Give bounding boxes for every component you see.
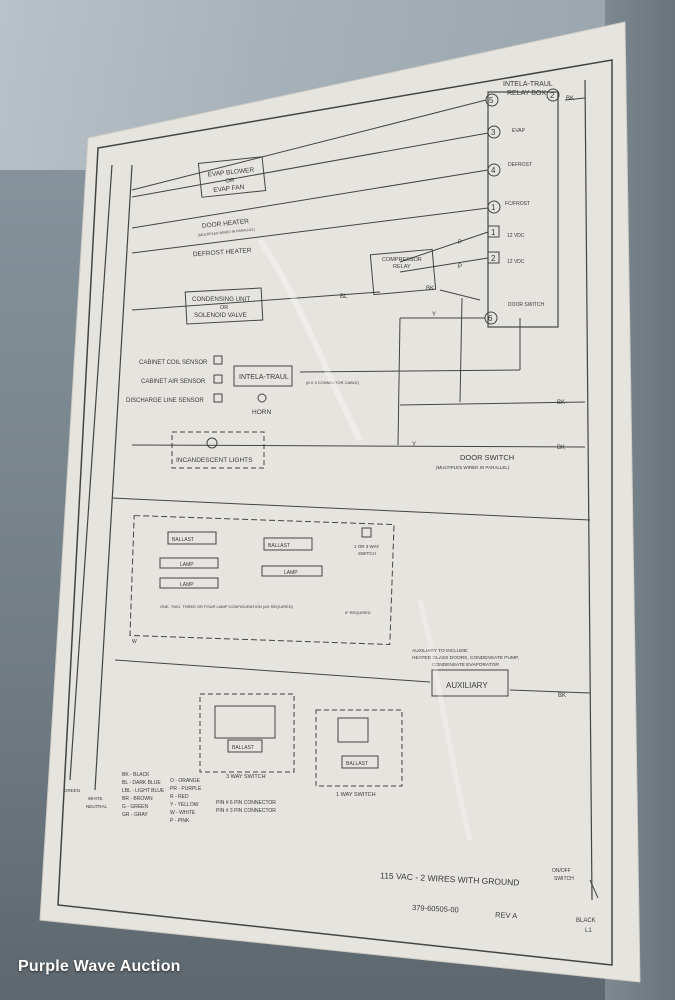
legend-1-1: BK - BLACK [122,772,150,778]
wire-w: W [132,639,137,645]
intela-traul-label: INTELA-TRAUL [239,374,289,381]
wire-bk-3: BK [557,400,565,406]
auxiliary-label: AUXILIARY [446,681,488,690]
left-label-white: WHITE [88,796,103,801]
ballast-1way: BALLAST [346,761,368,767]
legend-2-3: R - RED [170,794,189,800]
blower-label-3: EVAP FAN [213,184,245,194]
relay-fcfrost-label: FC/FROST [505,201,530,207]
horn-label: HORN [252,409,271,416]
ballast-3way: BALLAST [232,745,254,751]
terminal-5: 5 [489,96,494,105]
condensing-label-3: SOLENOID VALVE [194,312,247,319]
relay-defrost-label: DEFROST [508,162,532,168]
connector-3pin: PIN # 3 PIN CONNECTOR [216,808,276,814]
black-label: BLACK [576,918,596,924]
terminal-2b: 2 [491,254,496,263]
relay-terminals: 5 2 3 4 1 1 2 6 [484,88,560,325]
legend-2-6: P - PINK [170,818,190,824]
footer-part-number: 379-60505-00 [412,903,459,914]
defrost-heater-label: DEFROST HEATER [193,247,252,258]
wire-bk-1: BK [566,96,574,102]
legend-1-2: BL - DARK BLUE [122,780,161,786]
blower-label-1: EVAP BLOWER [207,167,254,179]
legend-1-3: LBL - LIGHT BLUE [122,788,165,794]
on-off-label-1: ON/OFF [552,868,571,874]
auxiliary-note-3: CONDENSATE EVAPORATOR [432,662,499,668]
condensing-label-1: CONDENSING UNIT [192,296,250,303]
compressor-relay-label-1: COMPRESSOR [382,257,422,263]
connector-cable-label: (6 X 3 CONNECTOR CABLE) [306,380,360,385]
auction-watermark: Purple Wave Auction [18,958,181,975]
blower-label-2: OR [225,178,235,185]
three-way-switch-label: 3 WAY SWITCH [226,774,266,780]
switch-1or3-label-2: SWITCH [358,551,376,556]
l1-label: L1 [585,928,592,934]
sensor-air-label: CABINET AIR SENSOR [141,379,206,385]
incandescent-label: INCANDESCENT LIGHTS [176,457,253,464]
wire-bk-2: BK [426,286,434,292]
paper-sheet [39,21,641,983]
auxiliary-note-1: AUXILIARY TO INCLUDE: [412,648,468,654]
wire-y-1: Y [432,312,436,318]
diagram-border [57,59,613,966]
terminal-6: 6 [488,314,493,323]
terminal-3: 3 [491,128,496,137]
compressor-relay-label-2: RELAY [393,264,411,270]
legend-2-2: PR - PURPLE [170,786,202,792]
relay-evap-label: EVAP [512,128,526,134]
wire-p-2: P [458,264,462,270]
legend-2-5: W - WHITE [170,810,196,816]
vdc-label-2: 12 VDC [507,259,525,265]
legend-1-5: G - GREEN [122,804,149,810]
lamp-config-note: ONE, TWO, THREE OR FOUR LAMP CONFIGURATI… [160,604,294,609]
wire-bk-5: BK [558,693,566,699]
door-switch-label: DOOR SWITCH [460,453,514,462]
door-switch-note: (MULTIPLES WIRED IN PARALLEL) [436,465,510,470]
relay-box-title-1: INTELA-TRAUL [503,81,553,88]
terminal-2: 2 [550,91,555,100]
if-required-note: IF REQUIRED [345,610,371,615]
condensing-label-2: OR [220,305,228,311]
terminal-4: 4 [491,166,496,175]
on-off-label-2: SWITCH [554,876,574,882]
wire-p-1: P [458,240,462,246]
legend-2-1: O - ORANGE [170,778,201,784]
lamp-label-1: LAMP [180,562,194,568]
auxiliary-note-2: HEATED GLASS DOORS, CONDENSATE PUMP, [412,655,519,661]
wire-bl: BL [340,294,348,300]
one-way-switch-label: 1 WAY SWITCH [336,792,376,798]
footer-revision: REV A [495,910,518,920]
legend-2-4: Y - YELLOW [170,802,199,808]
relay-door-switch-label: DOOR SWITCH [508,302,544,308]
switch-1or3-label-1: 1 OR 3 WAY [354,544,379,549]
left-label-green: GREEN [64,788,80,793]
ballast-label-1: BALLAST [172,537,194,543]
sensor-discharge-label: DISCHARGE LINE SENSOR [126,398,204,404]
door-heater-label: DOOR HEATER [202,218,250,230]
wire-y-2: Y [412,442,416,448]
legend-1-6: GR - GRAY [122,812,148,818]
connector-6pin: PIN # 6 PIN CONNECTOR [216,800,276,806]
color-legend: BK - BLACK BL - DARK BLUE LBL - LIGHT BL… [122,772,276,824]
sensor-coil-label: CABINET COIL SENSOR [139,360,208,366]
terminal-1b: 1 [491,228,496,237]
left-label-neutral: NEUTRAL [86,804,108,809]
ballast-label-2: BALLAST [268,543,290,549]
door-heater-note: (MULTIPLES WIRED IN PARALLEL) [198,227,255,237]
relay-box-title-2: RELAY BOX [507,90,546,97]
wire-bk-4: BK [557,445,565,451]
wires [111,97,591,694]
lamp-label-3: LAMP [284,570,298,576]
terminal-1a: 1 [491,203,496,212]
vdc-label-1: 12 VDC [507,233,525,239]
lamp-label-2: LAMP [180,582,194,588]
legend-1-4: BR - BROWN [122,796,153,802]
